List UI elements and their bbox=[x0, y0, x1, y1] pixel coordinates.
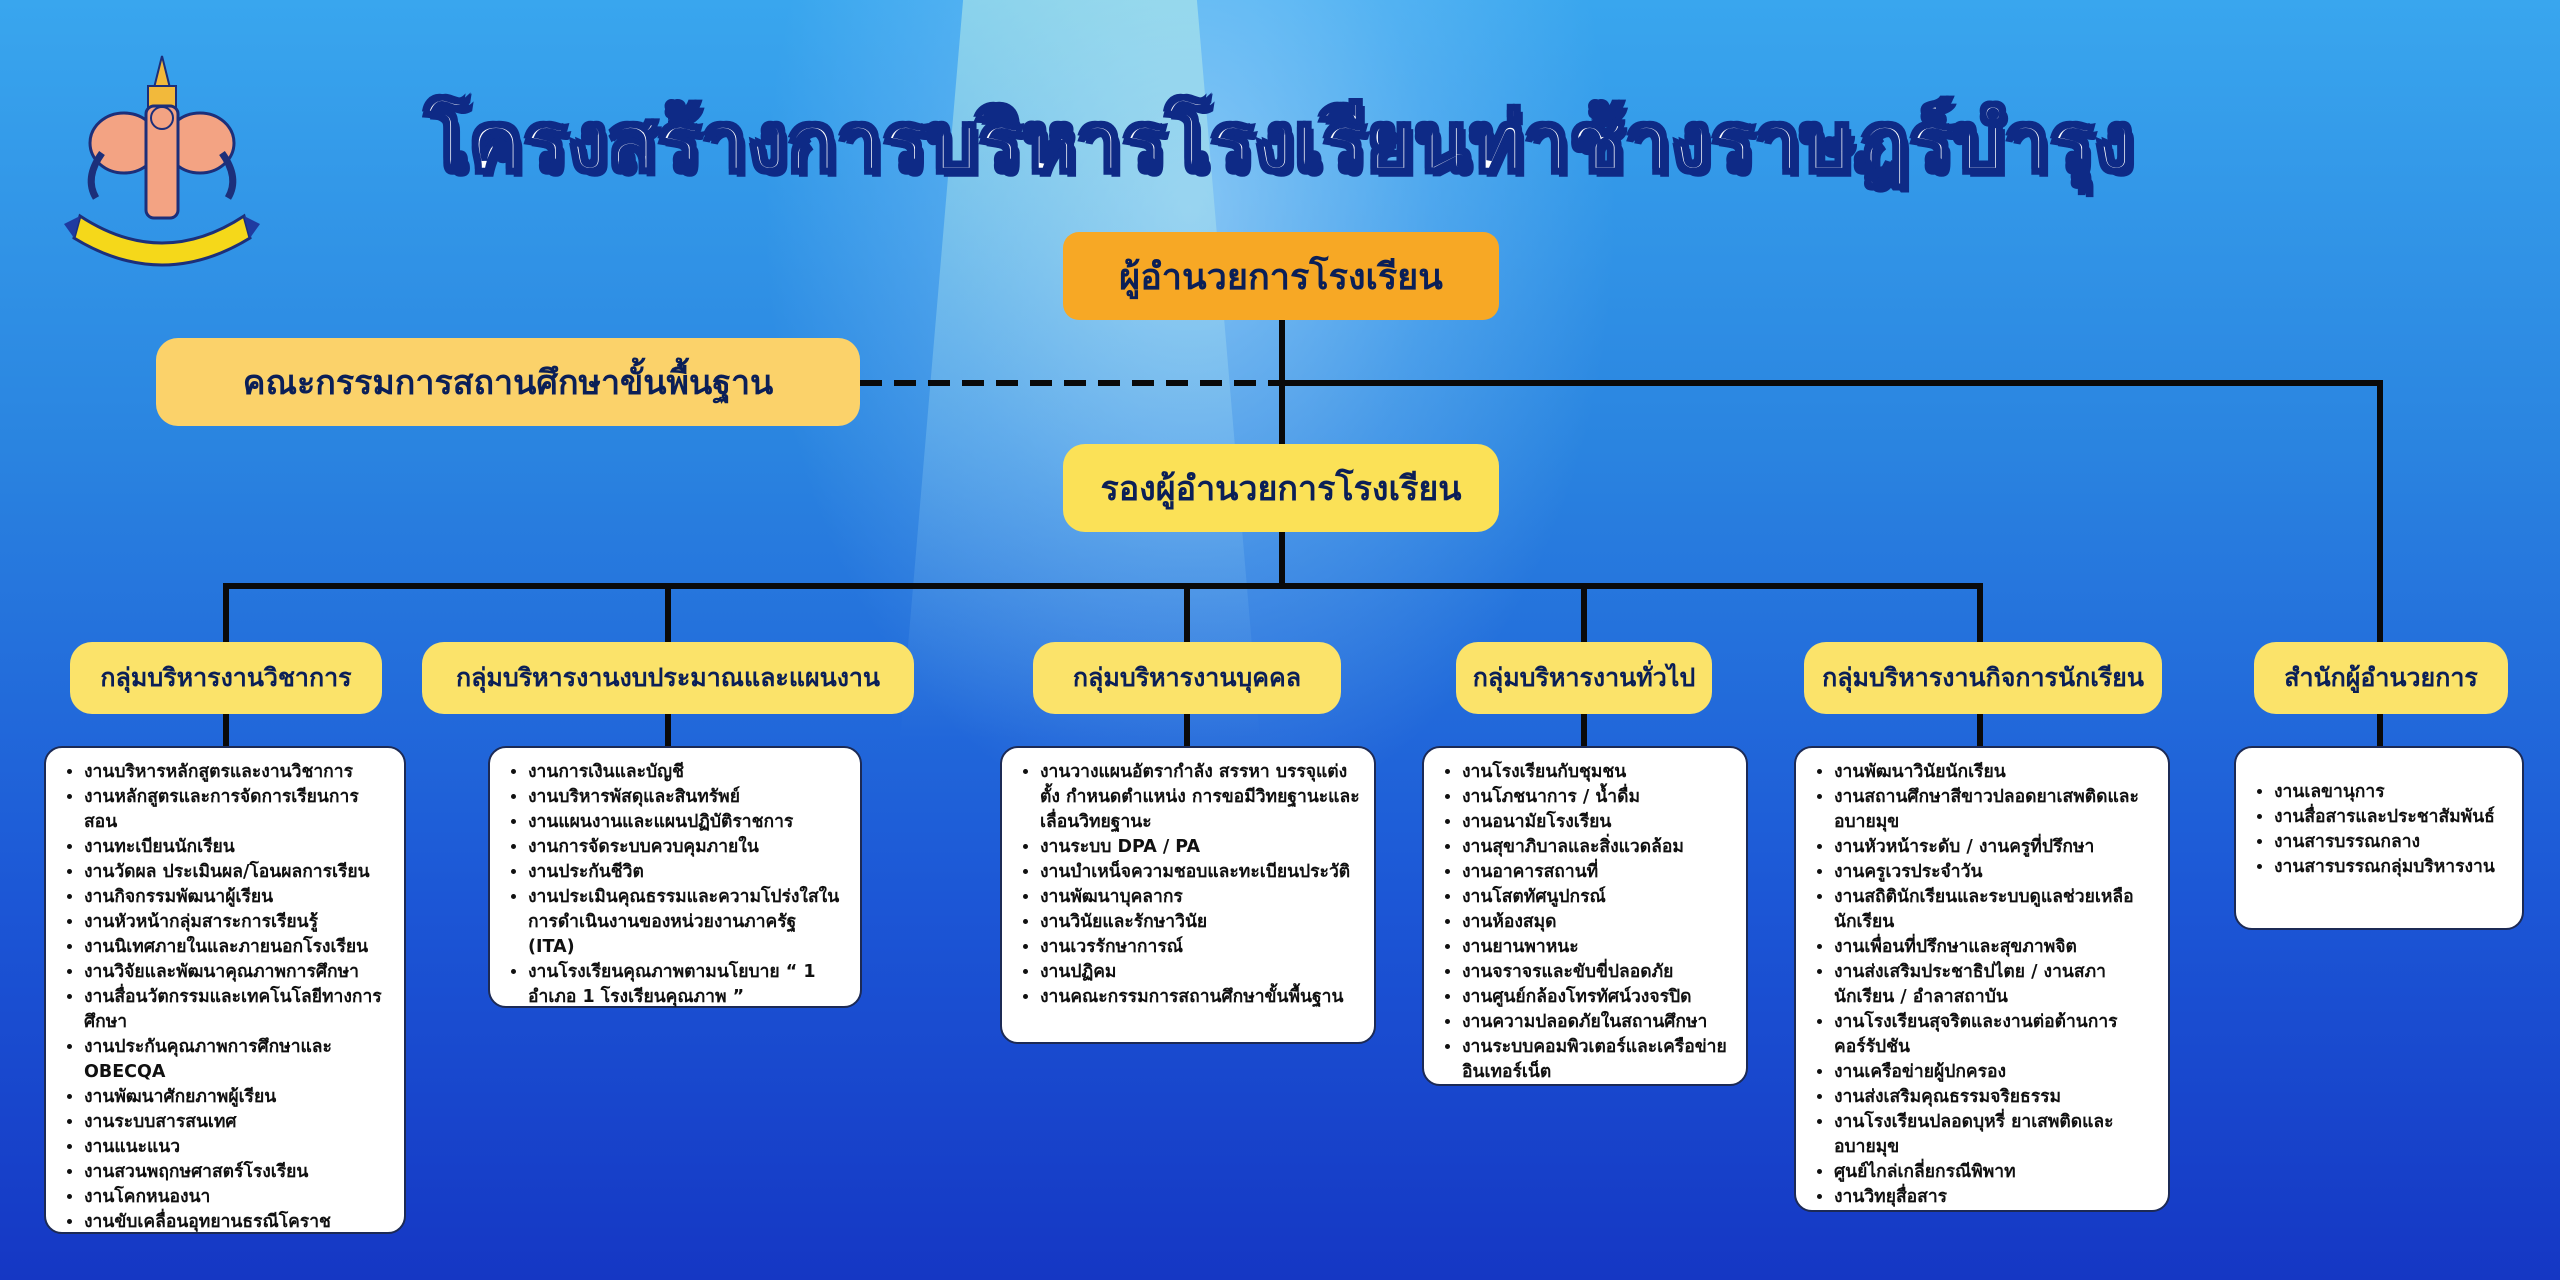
task-item: งานสารบรรณกลุ่มบริหารงาน bbox=[2274, 855, 2508, 880]
task-item: งานแนะแนว bbox=[84, 1135, 390, 1160]
budget-task-box: งานการเงินและบัญชี งานบริหารพัสดุและสินท… bbox=[488, 746, 862, 1008]
group-director-office: สำนักผู้อำนวยการ bbox=[2254, 642, 2508, 714]
task-item: งานสื่อสารและประชาสัมพันธ์ bbox=[2274, 805, 2508, 830]
director-office-task-box: งานเลขานุการ งานสื่อสารและประชาสัมพันธ์ … bbox=[2234, 746, 2524, 930]
task-item: งานยานพาหนะ bbox=[1462, 935, 1732, 960]
task-item: งานสุขาภิบาลและสิ่งแวดล้อม bbox=[1462, 835, 1732, 860]
school-logo bbox=[62, 48, 262, 273]
task-item: งานเลขานุการ bbox=[2274, 780, 2508, 805]
task-item: งานโคกหนองนา bbox=[84, 1185, 390, 1210]
task-item: งานสื่อนวัตกรรมและเทคโนโลยีทางการศึกษา bbox=[84, 985, 390, 1035]
task-item: งานระบบ DPA / PA bbox=[1040, 835, 1360, 860]
task-item: งานการเงินและบัญชี bbox=[528, 760, 846, 785]
task-item: งานสวนพฤกษศาสตร์โรงเรียน bbox=[84, 1160, 390, 1185]
task-item: งานโรงเรียนกับชุมชน bbox=[1462, 760, 1732, 785]
task-item: งานวางแผนอัตรากำลัง สรรหา บรรจุแต่งตั้ง … bbox=[1040, 760, 1360, 835]
group-personnel: กลุ่มบริหารงานบุคคล bbox=[1033, 642, 1341, 714]
task-item: งานห้องสมุด bbox=[1462, 910, 1732, 935]
student-affairs-task-box: งานพัฒนาวินัยนักเรียน งานสถานศึกษาสีขาวป… bbox=[1794, 746, 2170, 1212]
task-item: งานความปลอดภัยในสถานศึกษา bbox=[1462, 1010, 1732, 1035]
task-item: งานคณะกรรมการสถานศึกษาขั้นพื้นฐาน bbox=[1040, 985, 1360, 1010]
task-item: งานโรงเรียนสุจริตและงานต่อต้านการคอร์รัป… bbox=[1834, 1010, 2154, 1060]
task-item: งานโรงเรียนปลอดบุหรี่ ยาเสพติดและอบายมุข bbox=[1834, 1110, 2154, 1160]
task-item: งานหลักสูตรและการจัดการเรียนการสอน bbox=[84, 785, 390, 835]
personnel-task-box: งานวางแผนอัตรากำลัง สรรหา บรรจุแต่งตั้ง … bbox=[1000, 746, 1376, 1044]
task-item: งานจราจรและขับขี่ปลอดภัย bbox=[1462, 960, 1732, 985]
task-item: งานอนามัยโรงเรียน bbox=[1462, 810, 1732, 835]
group-general: กลุ่มบริหารงานทั่วไป bbox=[1456, 642, 1712, 714]
task-item: งานครูเวรประจำวัน bbox=[1834, 860, 2154, 885]
task-item: งานนิเทศภายในและภายนอกโรงเรียน bbox=[84, 935, 390, 960]
task-item: งานโสตทัศนูปกรณ์ bbox=[1462, 885, 1732, 910]
task-item: งานวินัยและรักษาวินัย bbox=[1040, 910, 1360, 935]
task-item: งานการจัดระบบควบคุมภายใน bbox=[528, 835, 846, 860]
task-item: งานขับเคลื่อนอุทยานธรณีโคราช bbox=[84, 1210, 390, 1235]
task-item: งานบริหารพัสดุและสินทรัพย์ bbox=[528, 785, 846, 810]
task-item: งานระบบคอมพิวเตอร์และเครือข่ายอินเทอร์เน… bbox=[1462, 1035, 1732, 1085]
committee-node: คณะกรรมการสถานศึกษาขั้นพื้นฐาน bbox=[156, 338, 860, 426]
task-item: งานบำเหน็จความชอบและทะเบียนประวัติ bbox=[1040, 860, 1360, 885]
page-title: โครงสร้างการบริหารโรงเรียนท่าช้างราษฎร์บ… bbox=[424, 95, 2135, 191]
task-item: งานกิจกรรมพัฒนาผู้เรียน bbox=[84, 885, 390, 910]
group-academic: กลุ่มบริหารงานวิชาการ bbox=[70, 642, 382, 714]
task-item: งานสถานศึกษาสีขาวปลอดยาเสพติดและอบายมุข bbox=[1834, 785, 2154, 835]
task-item: งานหัวหน้ากลุ่มสาระการเรียนรู้ bbox=[84, 910, 390, 935]
task-item: งานประกันชีวิต bbox=[528, 860, 846, 885]
task-item: ศูนย์ไกล่เกลี่ยกรณีพิพาท bbox=[1834, 1160, 2154, 1185]
task-item: งานเครือข่ายผู้ปกครอง bbox=[1834, 1060, 2154, 1085]
task-item: งานระบบสารสนเทศ bbox=[84, 1110, 390, 1135]
task-item: งานหัวหน้าระดับ / งานครูที่ปรึกษา bbox=[1834, 835, 2154, 860]
task-item: งานอาคารสถานที่ bbox=[1462, 860, 1732, 885]
task-item: งานวิจัยและพัฒนาคุณภาพการศึกษา bbox=[84, 960, 390, 985]
task-item: งานเพื่อนที่ปรึกษาและสุขภาพจิต bbox=[1834, 935, 2154, 960]
task-item: งานส่งเสริมประชาธิปไตย / งานสภานักเรียน … bbox=[1834, 960, 2154, 1010]
elephant-emblem-icon bbox=[64, 55, 260, 267]
director-node: ผู้อำนวยการโรงเรียน bbox=[1063, 232, 1499, 320]
academic-task-box: งานบริหารหลักสูตรและงานวิชาการ งานหลักสู… bbox=[44, 746, 406, 1234]
task-item: งานบริหารหลักสูตรและงานวิชาการ bbox=[84, 760, 390, 785]
task-item: งานสารบรรณกลาง bbox=[2274, 830, 2508, 855]
task-item: งานส่งเสริมคุณธรรมจริยธรรม bbox=[1834, 1085, 2154, 1110]
task-item: งานประกันคุณภาพการศึกษาและ OBECQA bbox=[84, 1035, 390, 1085]
group-student-affairs: กลุ่มบริหารงานกิจการนักเรียน bbox=[1804, 642, 2162, 714]
task-item: งานทะเบียนนักเรียน bbox=[84, 835, 390, 860]
task-item: งานโภชนาการ / น้ำดื่ม bbox=[1462, 785, 1732, 810]
task-item: งานสถิตินักเรียนและระบบดูแลช่วยเหลือนักเ… bbox=[1834, 885, 2154, 935]
task-item: งานศูนย์กล้องโทรทัศน์วงจรปิด bbox=[1462, 985, 1732, 1010]
task-item: งานวัดผล ประเมินผล/โอนผลการเรียน bbox=[84, 860, 390, 885]
deputy-node: รองผู้อำนวยการโรงเรียน bbox=[1063, 444, 1499, 532]
task-item: งานปฏิคม bbox=[1040, 960, 1360, 985]
task-item: งานพัฒนาบุคลากร bbox=[1040, 885, 1360, 910]
group-budget: กลุ่มบริหารงานงบประมาณและแผนงาน bbox=[422, 642, 914, 714]
task-item: งานเวรรักษาการณ์ bbox=[1040, 935, 1360, 960]
task-item: งานพัฒนาวินัยนักเรียน bbox=[1834, 760, 2154, 785]
task-item: งานวิทยุสื่อสาร bbox=[1834, 1185, 2154, 1210]
general-task-box: งานโรงเรียนกับชุมชน งานโภชนาการ / น้ำดื่… bbox=[1422, 746, 1748, 1086]
task-item: งานโรงเรียนคุณภาพตามนโยบาย “ 1 อำเภอ 1 โ… bbox=[528, 960, 846, 1010]
task-item: งานประเมินคุณธรรมและความโปร่งใสในการดำเน… bbox=[528, 885, 846, 960]
task-item: งานพัฒนาศักยภาพผู้เรียน bbox=[84, 1085, 390, 1110]
task-item: งานแผนงานและแผนปฏิบัติราชการ bbox=[528, 810, 846, 835]
